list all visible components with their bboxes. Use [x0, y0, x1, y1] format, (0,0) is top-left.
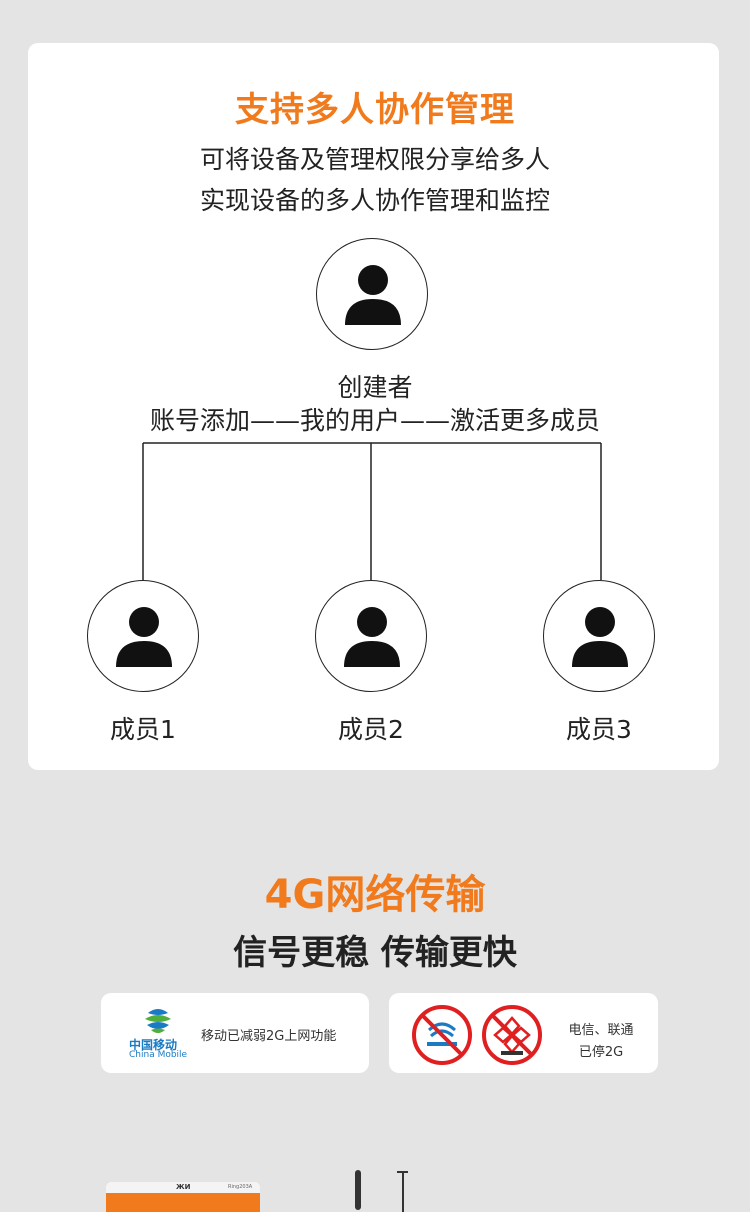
user-icon: [345, 265, 401, 325]
collab-subtitle-1: 可将设备及管理权限分享给多人: [199, 145, 550, 174]
router-device: ЖИ Ring203A: [106, 1182, 260, 1212]
member-2-avatar: [315, 580, 427, 692]
china-mobile-card: 中国移动 China Mobile 移动已减弱2G上网功能: [101, 993, 369, 1073]
add-path-text: 账号添加——我的用户——激活更多成员: [149, 406, 600, 435]
china-mobile-logo-cn: 中国移动: [129, 1038, 178, 1052]
telecom-unicom-note-1: 电信、联通: [568, 1023, 634, 1038]
member-3-avatar: [543, 580, 655, 692]
telecom-unicom-note-2: 已停2G: [578, 1045, 624, 1060]
telecom-unicom-card: 电信、联通 已停2G: [389, 993, 658, 1073]
router-model: Ring203A: [228, 1184, 253, 1190]
router-brand: ЖИ: [176, 1183, 191, 1191]
unicom-prohibited-icon: [482, 1005, 542, 1065]
rod-cap: [397, 1171, 408, 1173]
user-icon: [344, 607, 400, 667]
collab-subtitle-2: 实现设备的多人协作管理和监控: [199, 186, 550, 215]
rod: [402, 1172, 404, 1212]
antenna: [355, 1170, 361, 1210]
china-mobile-note: 移动已减弱2G上网功能: [201, 1029, 337, 1044]
member-1-avatar: [87, 580, 199, 692]
network-title: 4G网络传输: [264, 872, 486, 918]
user-icon: [116, 607, 172, 667]
creator-avatar: [316, 238, 428, 350]
router-top-panel: [106, 1182, 260, 1193]
telecom-prohibited-icon: [412, 1005, 472, 1065]
network-subtitle: 信号更稳 传输更快: [233, 933, 517, 973]
china-mobile-logo: [145, 1009, 171, 1033]
user-icon: [572, 607, 628, 667]
china-mobile-logo-en: China Mobile: [129, 1050, 188, 1060]
member-2-label: 成员2: [338, 715, 404, 744]
member-3-label: 成员3: [566, 715, 632, 744]
creator-label: 创建者: [337, 373, 413, 402]
member-1-label: 成员1: [110, 715, 176, 744]
collab-title: 支持多人协作管理: [235, 90, 515, 130]
